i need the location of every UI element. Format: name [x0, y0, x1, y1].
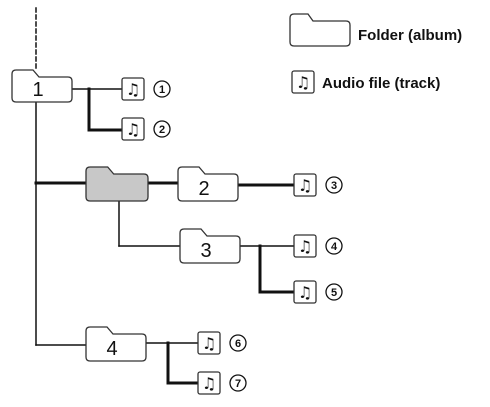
track-number-label: 2 — [159, 124, 165, 136]
folder-label: 1 — [32, 79, 43, 101]
music-note-glyph: ♫ — [126, 80, 140, 99]
folder-icon — [85, 166, 149, 202]
folder-icon — [177, 166, 239, 202]
track-number-label: 5 — [331, 287, 337, 299]
folder-icon — [11, 69, 73, 103]
music-note-glyph: ♫ — [298, 237, 312, 256]
track-6: ♫6 — [197, 331, 247, 355]
music-note-icon — [293, 280, 317, 304]
music-note-glyph: ♫ — [126, 120, 140, 139]
track-number-circle — [153, 80, 171, 98]
legend-folder-label: Folder (album) — [358, 27, 462, 44]
track-number-label: 7 — [235, 378, 241, 390]
track-2: ♫2 — [121, 117, 171, 141]
legend: Folder (album) ♫ Audio file (track) — [289, 13, 462, 94]
track-number-circle — [325, 283, 343, 301]
tracks-layer: ♫1♫2♫3♫4♫5♫6♫7 — [121, 77, 343, 395]
folder-label: 3 — [200, 240, 211, 262]
music-note-glyph: ♫ — [298, 176, 312, 195]
music-note-icon — [197, 331, 221, 355]
track-number-label: 1 — [159, 84, 165, 96]
folders-layer: 1 2 3 4 — [11, 69, 241, 362]
music-note-glyph: ♫ — [202, 374, 216, 393]
track-5: ♫5 — [293, 280, 343, 304]
svg-text:♫: ♫ — [296, 73, 310, 92]
folder-label: 2 — [198, 178, 209, 200]
folder-icon — [289, 13, 351, 47]
folder-3: 3 — [179, 228, 241, 264]
music-note-glyph: ♫ — [202, 334, 216, 353]
music-note-icon — [293, 173, 317, 197]
track-number-circle — [229, 334, 247, 352]
folder-4: 4 — [85, 326, 147, 362]
track-number-label: 6 — [235, 338, 241, 350]
track-number-circle — [325, 237, 343, 255]
tree-connectors — [34, 7, 296, 385]
folder-icon — [179, 228, 241, 264]
music-note-icon — [121, 77, 145, 101]
track-7: ♫7 — [197, 371, 247, 395]
folder-1: 1 — [11, 69, 73, 103]
folder-icon — [85, 326, 147, 362]
track-number-label: 3 — [331, 180, 337, 192]
track-number-label: 4 — [331, 241, 338, 253]
folder-highlighted — [85, 166, 149, 202]
music-note-glyph: ♫ — [298, 283, 312, 302]
music-note-icon — [197, 371, 221, 395]
track-number-circle — [229, 374, 247, 392]
folder-2: 2 — [177, 166, 239, 202]
track-1: ♫1 — [121, 77, 171, 101]
legend-audio-label: Audio file (track) — [322, 75, 440, 92]
track-number-circle — [153, 120, 171, 138]
music-note-icon — [293, 234, 317, 258]
music-note-icon: ♫ — [291, 70, 315, 94]
track-3: ♫3 — [293, 173, 343, 197]
folder-label: 4 — [106, 338, 117, 360]
music-note-icon — [121, 117, 145, 141]
track-number-circle — [325, 176, 343, 194]
track-4: ♫4 — [293, 234, 343, 258]
